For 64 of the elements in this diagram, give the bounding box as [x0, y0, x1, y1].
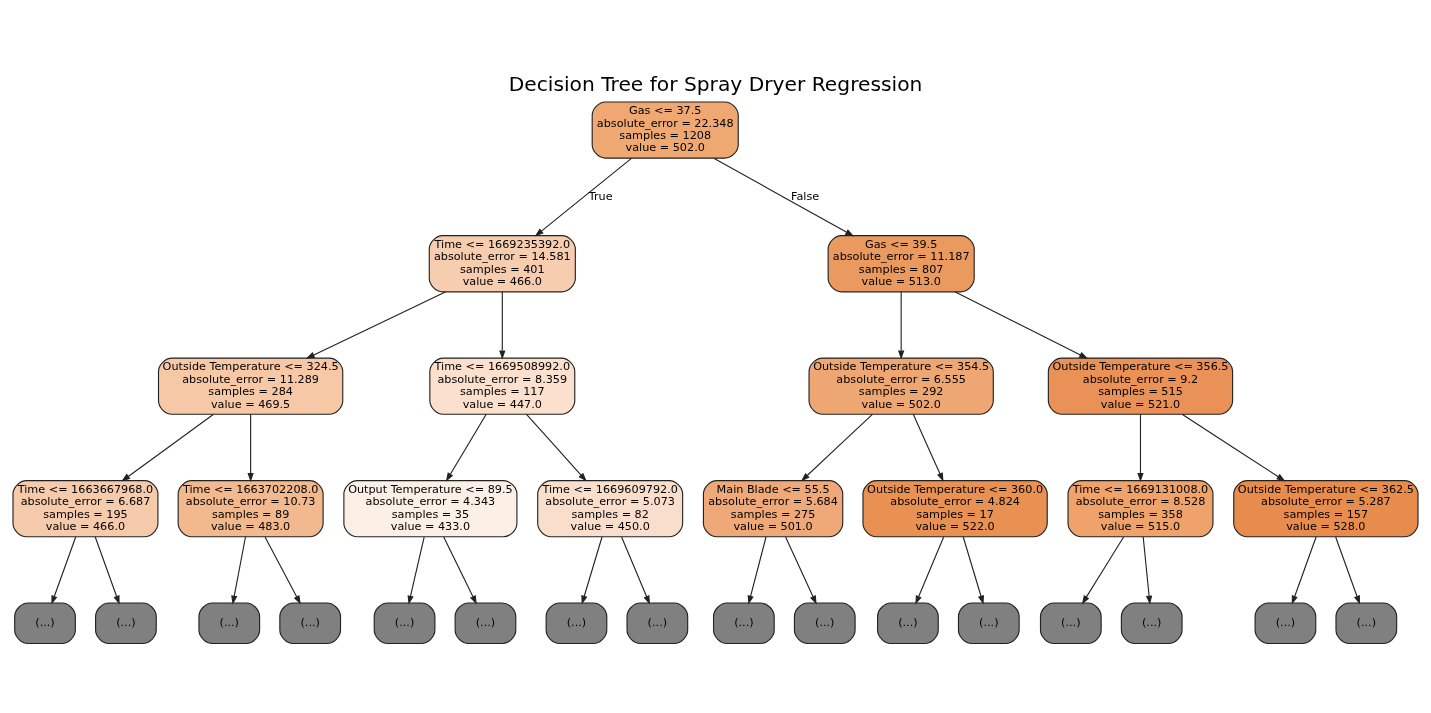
- arrow: [747, 535, 767, 605]
- arrow: [247, 413, 254, 482]
- arrow: [1142, 535, 1153, 605]
- node-box: (...): [1254, 602, 1317, 644]
- node-box: Time <= 1663702208.0 absolute_error = 10.73 samples = 89 value = 483.0: [177, 479, 324, 537]
- node-box: Time <= 1669131008.0 absolute_error = 8.528 samples = 358 value = 515.0: [1067, 479, 1214, 537]
- node-box: (...): [957, 602, 1020, 644]
- node-box: Outside Temperature <= 324.5 absolute_error = 11.289 samples = 284 value = 469.5: [157, 357, 344, 415]
- arrow: [1335, 535, 1360, 605]
- arrow: [1081, 535, 1125, 604]
- arrow: [962, 535, 984, 605]
- node-box: Outside Temperature <= 354.5 absolute_error = 6.555 samples = 292 value = 502.0: [808, 357, 994, 415]
- arrow: [898, 290, 905, 359]
- arrow: [525, 413, 587, 481]
- arrow: [954, 290, 1089, 359]
- node-box: Gas <= 39.5 absolute_error = 11.187 samples = 807 value = 513.0: [827, 234, 975, 292]
- arrow: [713, 157, 855, 236]
- arrow: [915, 535, 945, 605]
- node-box: (...): [712, 602, 775, 644]
- diagram-title: Decision Tree for Spray Dryer Regression: [508, 71, 923, 96]
- arrow: [231, 535, 246, 605]
- node-box: Main Blade <= 55.5 absolute_error = 5.684 samples = 275 value = 501.0: [702, 479, 844, 537]
- node-box: Outside Temperature <= 360.0 absolute_error = 4.824 samples = 17 value = 522.0: [862, 479, 1048, 537]
- arrow: [121, 413, 215, 481]
- arrow: [499, 290, 506, 359]
- arrow: [1181, 413, 1286, 481]
- arrow: [51, 535, 77, 605]
- arrow: [264, 535, 301, 604]
- node-box: Outside Temperature <= 356.5 absolute_error = 9.2 samples = 515 value = 521.0: [1047, 357, 1234, 415]
- arrow: [445, 413, 487, 482]
- node-box: (...): [1335, 602, 1398, 644]
- node-box: (...): [279, 602, 342, 644]
- arrow: [407, 535, 425, 605]
- node-box: (...): [1039, 602, 1102, 644]
- node-box: Output Temperature <= 89.5 absolute_error = 4.343 samples = 35 value = 433.0: [343, 479, 518, 537]
- arrow: [785, 535, 817, 604]
- node-box: (...): [545, 602, 608, 644]
- arrow: [443, 535, 477, 604]
- arrow: [1291, 535, 1317, 605]
- arrow: [1137, 413, 1144, 482]
- arrow: [912, 413, 944, 482]
- node-box: Time <= 1663667968.0 absolute_error = 6.687 samples = 195 value = 466.0: [12, 479, 159, 537]
- node-box: (...): [877, 602, 939, 644]
- node-box: (...): [1120, 602, 1183, 644]
- arrow: [621, 535, 650, 605]
- node-box: Time <= 1669508992.0 absolute_error = 8.359 samples = 117 value = 447.0: [429, 357, 576, 415]
- node-box: (...): [454, 602, 517, 644]
- edge-label: False: [791, 189, 820, 203]
- node-box: (...): [14, 602, 76, 644]
- node-box: (...): [626, 602, 689, 644]
- node-box: Time <= 1669609792.0 absolute_error = 5.073 samples = 82 value = 450.0: [537, 479, 684, 537]
- node-box: (...): [198, 602, 261, 644]
- node-box: (...): [95, 602, 157, 644]
- node-box: Time <= 1669235392.0 absolute_error = 14.581 samples = 401 value = 466.0: [428, 234, 576, 292]
- node-box: Outside Temperature <= 362.5 absolute_error = 5.287 samples = 157 value = 528.0: [1233, 479, 1419, 537]
- arrow: [800, 413, 873, 481]
- node-box: Gas <= 37.5 absolute_error = 22.348 samples = 1208 value = 502.0: [591, 100, 739, 159]
- node-box: (...): [793, 602, 856, 644]
- arrow: [94, 535, 120, 605]
- edge-label: True: [588, 189, 613, 203]
- arrow: [534, 157, 633, 236]
- arrow: [305, 290, 447, 359]
- arrow: [581, 535, 603, 605]
- node-box: (...): [373, 602, 436, 644]
